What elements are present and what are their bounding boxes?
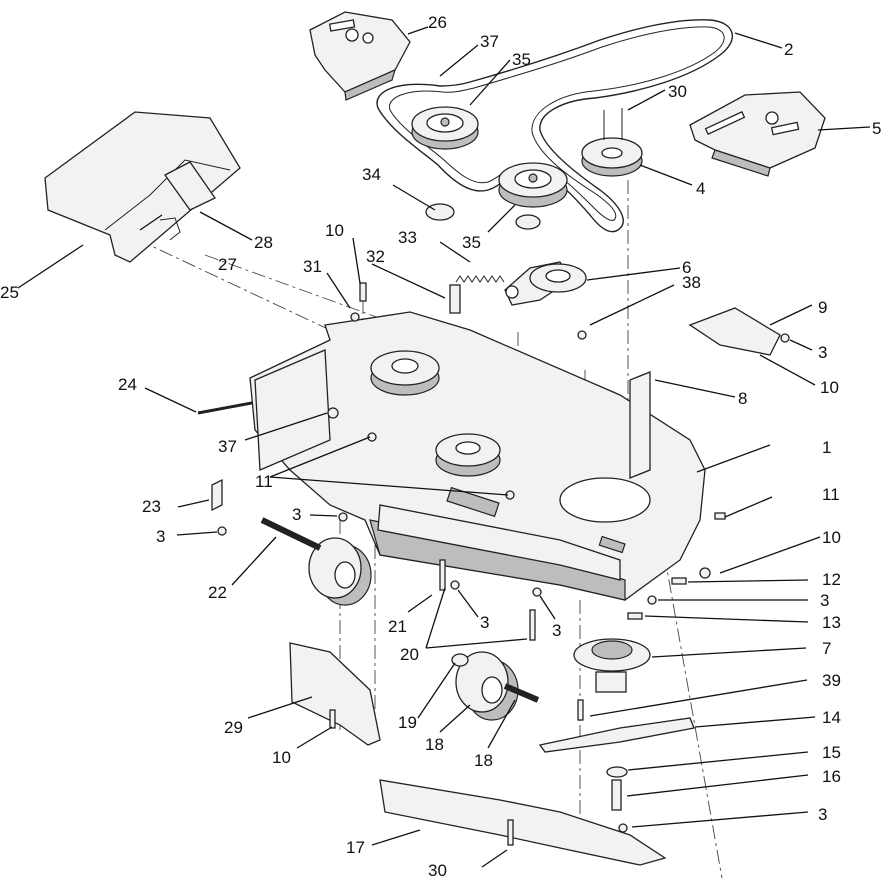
washer-15 (606, 766, 628, 778)
axle-18 (503, 683, 540, 703)
callout-1: 1 (822, 438, 831, 457)
callout-10-bottom: 10 (272, 748, 291, 767)
belt-cover-left (309, 11, 411, 101)
gauge-wheel-23 (308, 537, 372, 606)
callout-15: 15 (822, 743, 841, 762)
callout-11-right: 11 (822, 485, 840, 504)
callout-26: 25 (0, 283, 19, 302)
idler-arm-6 (504, 261, 587, 306)
stud-32 (449, 284, 461, 314)
callout-4: 4 (696, 179, 705, 198)
callout-30-top: 30 (668, 82, 687, 101)
callout-3-bottom: 3 (818, 805, 827, 824)
callout-10-right: 10 (820, 378, 839, 397)
callout-23: 22 (208, 583, 227, 602)
hardware (217, 282, 790, 846)
callout-16: 16 (822, 767, 841, 786)
callout-31: 31 (303, 257, 322, 276)
bracket-9 (688, 307, 781, 356)
bushing-20 (451, 653, 469, 667)
callout-20: 19 (398, 713, 417, 732)
callout-12: 12 (822, 570, 841, 589)
callout-18: 18 (474, 751, 493, 770)
leader-lines (17, 26, 871, 868)
callout-25: 24 (118, 375, 137, 394)
callout-37-mid: 37 (218, 437, 237, 456)
callout-38: 38 (682, 273, 701, 292)
callout-8: 8 (738, 389, 747, 408)
callout-13: 13 (822, 613, 841, 632)
spindle-housing-7 (573, 638, 651, 693)
callout-22: 21 (388, 617, 407, 636)
pulley-4 (581, 108, 643, 177)
bolt-16 (611, 779, 622, 811)
rear-deflector-26 (44, 111, 241, 263)
callout-3-center: 3 (480, 613, 489, 632)
callout-33: 33 (398, 228, 417, 247)
callout-21: 20 (400, 645, 419, 664)
callout-3-center-right: 3 (552, 621, 561, 640)
pulley-upper-35 (411, 106, 479, 150)
blade-14 (538, 717, 695, 753)
deck-decal-small (598, 535, 626, 554)
callout-17: 17 (346, 838, 365, 857)
callout-3-right: 3 (818, 343, 827, 362)
callout-28: 28 (254, 233, 273, 252)
callout-35-top: 35 (512, 50, 531, 69)
callout-6: 6 (682, 258, 691, 277)
callout-3-left: 3 (156, 527, 165, 546)
callout-3-right2: 3 (820, 591, 829, 610)
gauge-wheel-19 (455, 651, 519, 721)
drive-belt-inner (389, 26, 725, 221)
washer-34 (425, 203, 455, 221)
callout-30-bottom: 30 (428, 861, 447, 880)
callout-34: 34 (362, 165, 381, 184)
bracket-8 (629, 371, 651, 479)
spring-33 (455, 275, 505, 283)
bracket-24 (211, 478, 223, 512)
callout-2: 2 (784, 40, 793, 59)
callout-27: 27 (218, 255, 237, 274)
callout-39: 39 (822, 671, 841, 690)
spindle-left (370, 350, 440, 396)
callout-3-leftmid: 3 (292, 505, 301, 524)
callout-labels: 26 37 35 2 30 5 4 34 35 33 6 10 32 31 38… (0, 13, 881, 880)
callout-32: 32 (366, 247, 385, 266)
callout-10-top: 10 (325, 221, 344, 240)
callout-11-left: 11 (255, 472, 273, 491)
callout-37-top: 37 (480, 32, 499, 51)
callout-24: 23 (142, 497, 161, 516)
deck-decal (446, 486, 500, 518)
callout-10-right2: 10 (822, 528, 841, 547)
washer-34b (515, 214, 541, 230)
callout-7: 7 (822, 639, 831, 658)
drive-belt (376, 19, 733, 233)
pulley-lower-35 (498, 162, 568, 208)
callout-36: 26 (428, 13, 447, 32)
callout-29: 29 (224, 718, 243, 737)
callout-5: 5 (872, 119, 881, 138)
baffle-17 (379, 779, 667, 866)
spindle-center (435, 433, 501, 477)
belt-cover-right (689, 91, 826, 177)
callout-9: 9 (818, 298, 827, 317)
baffle-29 (289, 642, 381, 746)
callout-14: 14 (822, 708, 841, 727)
axle-23 (260, 517, 322, 551)
callout-19: 18 (425, 735, 444, 754)
callout-35-lower: 35 (462, 233, 481, 252)
